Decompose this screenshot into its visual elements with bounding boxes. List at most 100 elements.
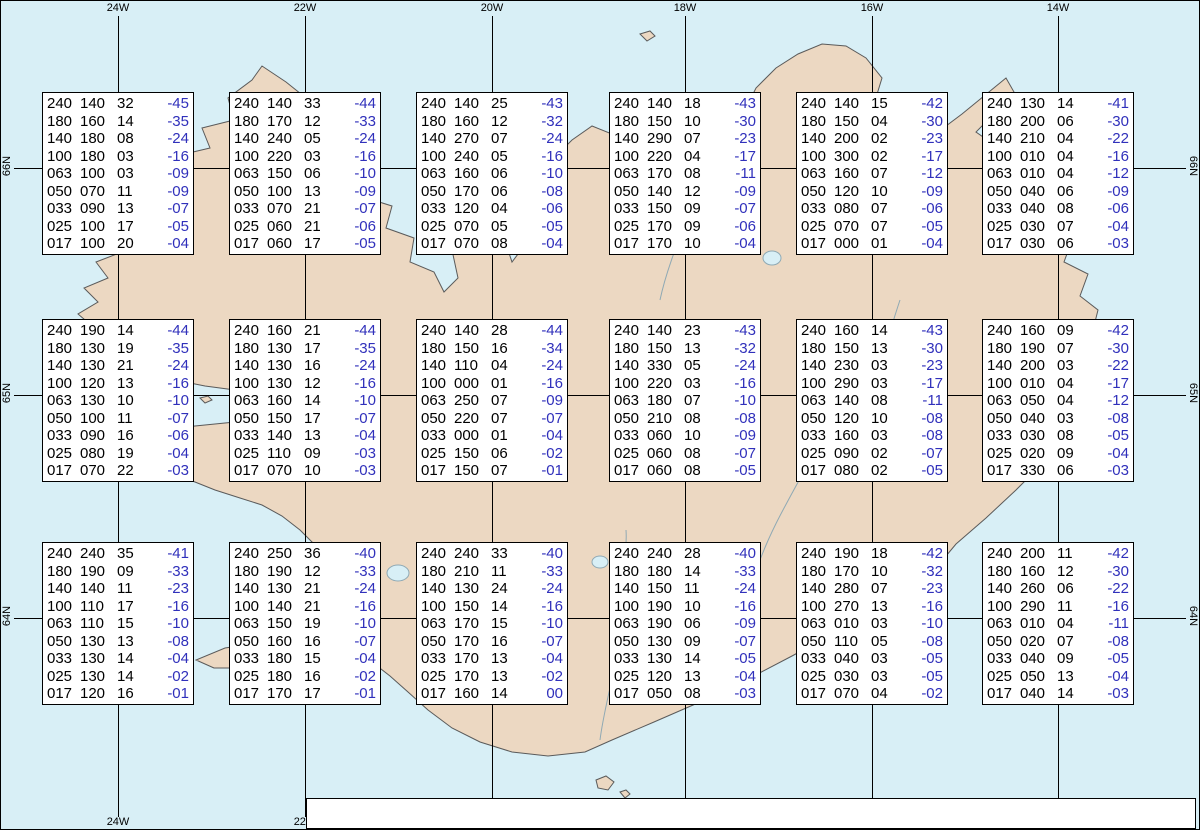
kt-value: 33 — [491, 545, 508, 562]
dir-value: 130 — [80, 650, 106, 667]
dir-value: 070 — [267, 462, 293, 479]
fl-value: 240 — [47, 545, 73, 562]
dir-value: 140 — [454, 322, 480, 339]
fl-value: 140 — [234, 580, 260, 597]
kt-value: 17 — [304, 685, 321, 702]
dir-value: 160 — [834, 165, 860, 182]
temp-value: -17 — [921, 147, 943, 165]
temp-value: -40 — [541, 545, 563, 562]
fl-value: 063 — [801, 615, 827, 632]
fl-value: 017 — [987, 235, 1013, 252]
fl-value: 050 — [801, 409, 827, 427]
temp-value: -09 — [354, 182, 376, 200]
temp-value: -10 — [734, 392, 756, 409]
longitude-label-top-22W: 22W — [293, 2, 317, 14]
dir-value: 150 — [834, 339, 860, 357]
dir-value: 020 — [1020, 444, 1046, 462]
kt-value: 28 — [491, 322, 508, 339]
fl-value: 140 — [47, 580, 73, 597]
kt-value: 16 — [491, 632, 508, 650]
fl-value: 140 — [987, 357, 1013, 374]
temp-value: -08 — [1107, 632, 1129, 650]
kt-value: 21 — [304, 322, 321, 339]
fl-value: 140 — [987, 130, 1013, 147]
dir-value: 190 — [647, 615, 673, 632]
fl-value: 017 — [614, 685, 640, 702]
fl-value: 240 — [614, 95, 640, 112]
kt-value: 19 — [117, 339, 134, 357]
temp-value: -03 — [167, 462, 189, 479]
temp-value: -11 — [735, 165, 756, 182]
fl-value: 180 — [987, 562, 1013, 580]
kt-value: 09 — [684, 632, 701, 650]
fl-value: 033 — [614, 650, 640, 667]
dir-value: 130 — [647, 650, 673, 667]
dir-value: 170 — [267, 112, 293, 130]
fl-value: 033 — [987, 650, 1013, 667]
dir-value: 180 — [647, 392, 673, 409]
temp-value: -40 — [354, 545, 376, 562]
fl-value: 100 — [234, 374, 260, 392]
fl-value: 025 — [234, 217, 260, 235]
longitude-label-top-16W: 16W — [860, 2, 884, 14]
temp-value: -04 — [1107, 667, 1129, 685]
dir-value: 130 — [267, 357, 293, 374]
dir-value: 240 — [454, 147, 480, 165]
temp-value: -35 — [167, 339, 189, 357]
kt-value: 22 — [117, 462, 134, 479]
kt-value: 17 — [117, 217, 134, 235]
temp-value: -10 — [921, 615, 943, 632]
kt-value: 16 — [304, 632, 321, 650]
temp-value: -05 — [167, 217, 189, 235]
fl-value: 240 — [421, 322, 447, 339]
dir-value: 070 — [80, 182, 106, 200]
parallel-line-64N — [14, 618, 1186, 619]
fl-value: 140 — [421, 580, 447, 597]
fl-value: 017 — [801, 685, 827, 702]
temp-value: -05 — [921, 650, 943, 667]
temp-value: -17 — [734, 147, 756, 165]
dir-value: 110 — [454, 357, 478, 374]
dir-value: 130 — [80, 339, 106, 357]
dir-value: 180 — [267, 650, 293, 667]
dir-value: 190 — [834, 545, 860, 562]
kt-value: 07 — [1057, 632, 1074, 650]
fl-value: 050 — [421, 409, 447, 427]
fl-value: 050 — [801, 632, 827, 650]
kt-value: 14 — [684, 650, 701, 667]
fl-value: 033 — [47, 650, 73, 667]
island-breidafjordur — [199, 395, 213, 404]
temp-value: -24 — [354, 580, 376, 597]
kt-value: 14 — [117, 650, 134, 667]
kt-value: 14 — [491, 597, 508, 615]
fl-value: 180 — [234, 112, 260, 130]
kt-value: 13 — [684, 667, 701, 685]
temp-value: -23 — [921, 357, 943, 374]
dir-value: 240 — [454, 545, 480, 562]
fl-value: 240 — [801, 322, 827, 339]
fl-value: 063 — [987, 615, 1013, 632]
temp-value: -05 — [541, 217, 563, 235]
